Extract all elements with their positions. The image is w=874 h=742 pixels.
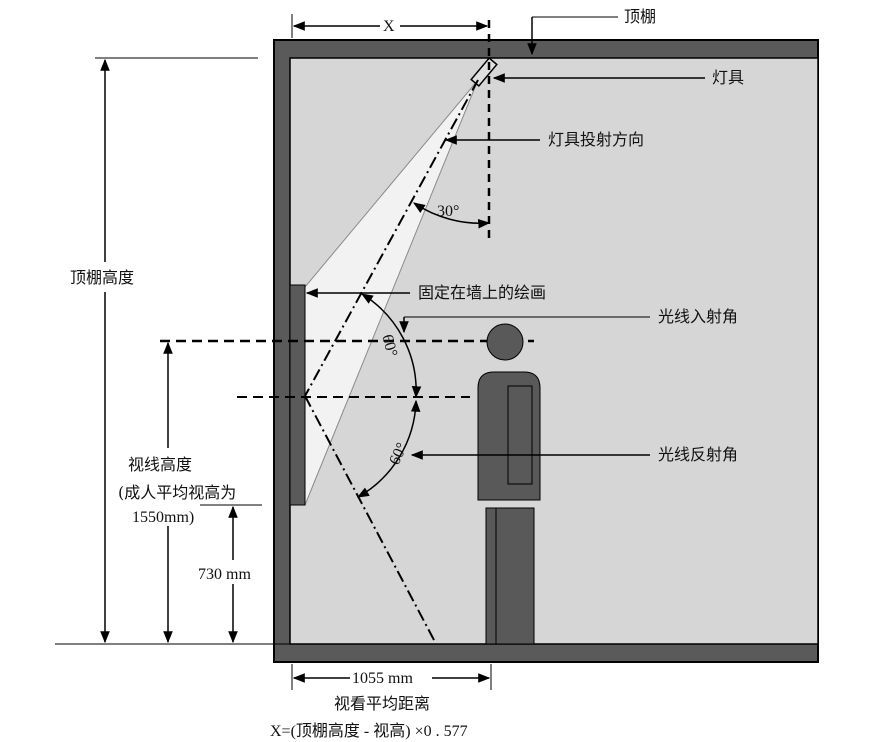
painting-label: 固定在墙上的绘画 xyxy=(418,283,546,302)
angle-30-arc xyxy=(413,202,491,229)
eye-height-note-2: 1550mm) xyxy=(132,509,194,526)
viewing-distance-label: 视看平均距离 xyxy=(334,694,430,713)
incidence-angle-label: 光线入射角 xyxy=(658,307,738,326)
angle-60-lower-arc xyxy=(356,399,421,498)
ceiling-label: 顶棚 xyxy=(624,7,656,26)
angle-60-upper-label: 60° xyxy=(378,333,400,359)
dist-1055-label: 1055 mm xyxy=(352,670,413,687)
formula-label: X=(顶棚高度 - 视高) ×0 . 577 xyxy=(270,722,468,740)
projection-direction-label: 灯具投射方向 xyxy=(548,130,644,149)
light-fixture xyxy=(470,57,498,87)
height-730-label: 730 mm xyxy=(198,566,251,583)
x-dim-label: X xyxy=(383,18,395,35)
reflection-line xyxy=(304,395,435,641)
angle-60-upper-arc xyxy=(360,293,422,399)
angle-30-label: 30° xyxy=(437,203,459,220)
fixture-label: 灯具 xyxy=(712,68,744,87)
person-figure xyxy=(477,323,541,645)
eye-height-note-1: (成人平均视高为 xyxy=(118,483,236,502)
eye-height-label: 视线高度 xyxy=(128,455,192,474)
reflection-angle-label: 光线反射角 xyxy=(658,445,738,464)
painting xyxy=(289,284,306,506)
projection-beam-line xyxy=(304,79,479,397)
ceiling-height-label: 顶棚高度 xyxy=(70,268,134,287)
